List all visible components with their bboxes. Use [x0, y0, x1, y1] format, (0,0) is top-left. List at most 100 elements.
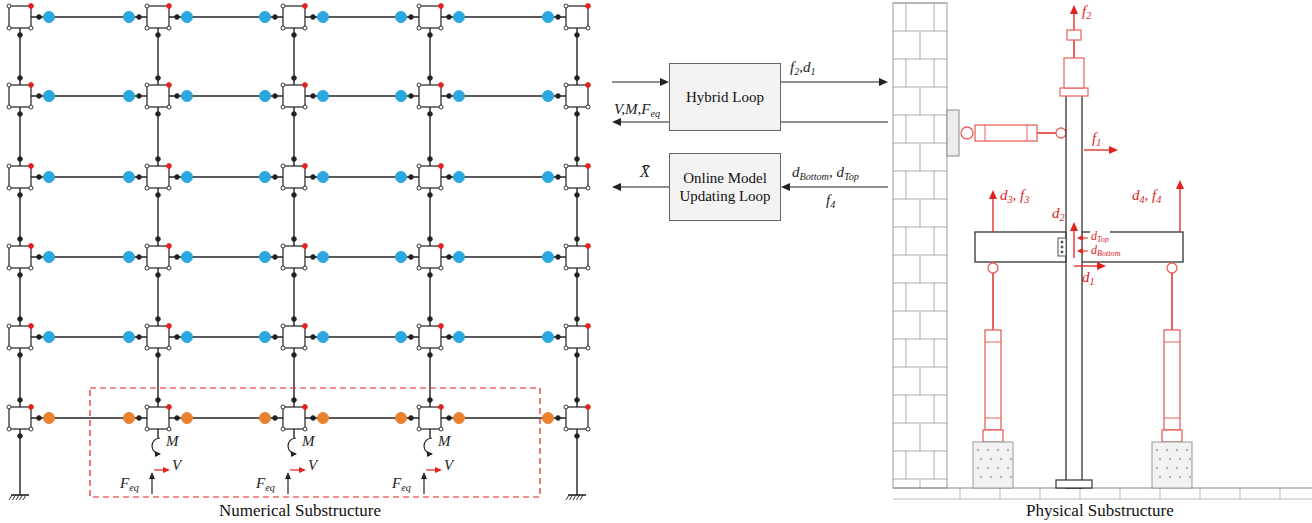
joint-node [29, 186, 33, 190]
hinge-dot [428, 157, 433, 162]
concrete-texture [977, 449, 979, 451]
plastic-hinge [396, 12, 407, 23]
concrete-texture [997, 449, 999, 451]
joint-node [417, 105, 421, 109]
hinge-dot [18, 157, 23, 162]
hinge-dot [137, 416, 142, 421]
plastic-hinge [124, 413, 135, 424]
variable-label: V,M,Feq [614, 100, 660, 118]
actuator-rod [992, 273, 994, 330]
plastic-hinge [124, 332, 135, 343]
hinge-dot [18, 353, 23, 358]
plastic-hinge [182, 413, 193, 424]
joint-node [586, 346, 590, 350]
joint-node [303, 105, 307, 109]
joint-node [167, 266, 171, 270]
variable-label: d2 [1052, 204, 1065, 222]
concrete-texture [1169, 476, 1171, 478]
joint-panel [283, 326, 305, 348]
hinge-dot [156, 33, 161, 38]
hinge-dot [311, 255, 316, 260]
arrow-line [781, 81, 881, 82]
actuator-cylinder [1164, 330, 1180, 430]
hinge-dot [137, 94, 142, 99]
concrete-texture [1010, 458, 1012, 460]
joint-node [167, 427, 171, 431]
hinge-dot [137, 255, 142, 260]
hinge-dot [575, 434, 580, 439]
wall-brick [920, 143, 921, 171]
wall-brick [934, 3, 935, 31]
hinge-dot [556, 416, 561, 421]
joint-node [145, 164, 149, 168]
joint-node [7, 26, 11, 30]
joint-panel [283, 407, 305, 429]
joint-node [29, 164, 34, 169]
joint-panel [9, 326, 31, 348]
hinge-dot [273, 255, 278, 260]
variable-label: f4 [826, 191, 835, 209]
actuator-detail [985, 418, 1001, 419]
joint-node [564, 266, 568, 270]
plastic-hinge [454, 12, 465, 23]
plastic-hinge [44, 12, 55, 23]
joint-node [417, 4, 421, 8]
concrete-texture [1176, 449, 1178, 451]
reaction-wall [893, 3, 947, 488]
hinge-dot [18, 33, 23, 38]
hinge-dot [447, 255, 452, 260]
wall-brick [934, 339, 935, 367]
arrow-line [423, 478, 424, 494]
hinge-dot [409, 175, 414, 180]
arrow-head [149, 472, 155, 479]
joint-node [29, 105, 33, 109]
joint-panel [283, 246, 305, 268]
joint-node [586, 105, 590, 109]
variable-label: d4, f4 [1132, 186, 1161, 204]
actuator-pin [988, 263, 998, 273]
plastic-hinge [44, 332, 55, 343]
load-cell [1064, 58, 1084, 88]
variable-label: dTop [1090, 229, 1110, 243]
hinge-dot [273, 175, 278, 180]
joint-node [417, 427, 421, 431]
joint-panel [147, 246, 169, 268]
fixed-support [11, 494, 29, 496]
plastic-hinge [182, 91, 193, 102]
floor-brick [1040, 488, 1041, 499]
joint-node [29, 405, 34, 410]
joint-panel [283, 166, 305, 188]
variable-label: d1 [1082, 268, 1095, 286]
plastic-hinge [182, 332, 193, 343]
joint-node [586, 186, 590, 190]
actuator-cylinder [985, 330, 1001, 430]
joint-node [7, 324, 11, 328]
wall-brick [893, 171, 947, 172]
wall-brick [920, 367, 921, 395]
column-stub [293, 429, 294, 438]
joint-node [167, 105, 171, 109]
arrow-head [1070, 5, 1078, 14]
joint-node [281, 244, 285, 248]
hinge-dot [428, 273, 433, 278]
hinge-dot [556, 175, 561, 180]
arrow-head [660, 78, 669, 86]
joint-panel [9, 246, 31, 268]
variable-label: dBottom [1090, 243, 1122, 257]
hinge-dot [18, 112, 23, 117]
joint-node [7, 427, 11, 431]
arrow-head [427, 451, 433, 457]
wall-brick [893, 59, 947, 60]
support-hatch [570, 495, 573, 500]
wall-brick [893, 451, 947, 452]
joint-node [281, 4, 285, 8]
hinge-dot [447, 94, 452, 99]
hinge-dot [311, 416, 316, 421]
hinge-dot [447, 175, 452, 180]
joint-node [303, 186, 307, 190]
floor-brick [960, 488, 961, 499]
joint-node [29, 4, 34, 9]
actuator-detail [1027, 125, 1028, 141]
hinge-dot [556, 255, 561, 260]
